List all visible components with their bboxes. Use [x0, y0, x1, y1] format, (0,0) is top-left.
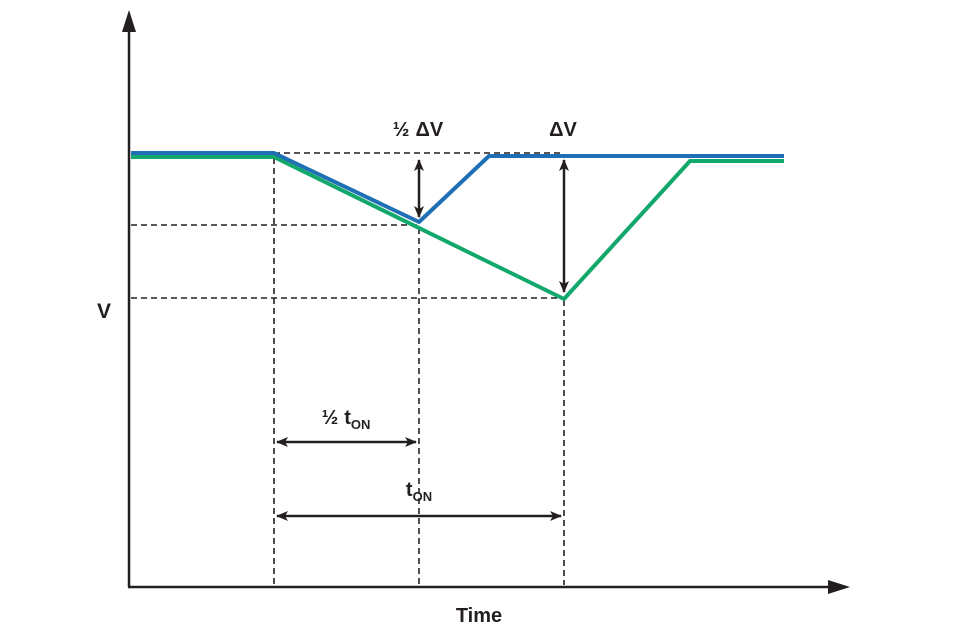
reference-lines — [131, 152, 565, 585]
measurement-arrows — [276, 159, 569, 521]
half-ton-prefix: ½ — [322, 407, 339, 429]
y-axis-label: V — [97, 300, 111, 323]
axes — [122, 10, 850, 594]
y-axis-arrowhead — [122, 10, 136, 32]
delta-v-label: ΔV — [549, 119, 577, 141]
x-axis-label: Time — [456, 605, 502, 627]
half-ton-t: t — [344, 407, 351, 429]
ton-label: tON — [406, 479, 432, 504]
half-delta-v-prefix: ½ — [393, 119, 410, 141]
ton-t: t — [406, 479, 413, 501]
blue-voltage-trace — [131, 151, 784, 224]
green-voltage-trace — [131, 155, 784, 301]
ton-subscript: ON — [413, 489, 433, 504]
half-delta-v-symbol: ΔV — [415, 119, 443, 141]
x-axis-arrowhead — [828, 580, 850, 594]
half-ton-subscript: ON — [351, 417, 371, 432]
